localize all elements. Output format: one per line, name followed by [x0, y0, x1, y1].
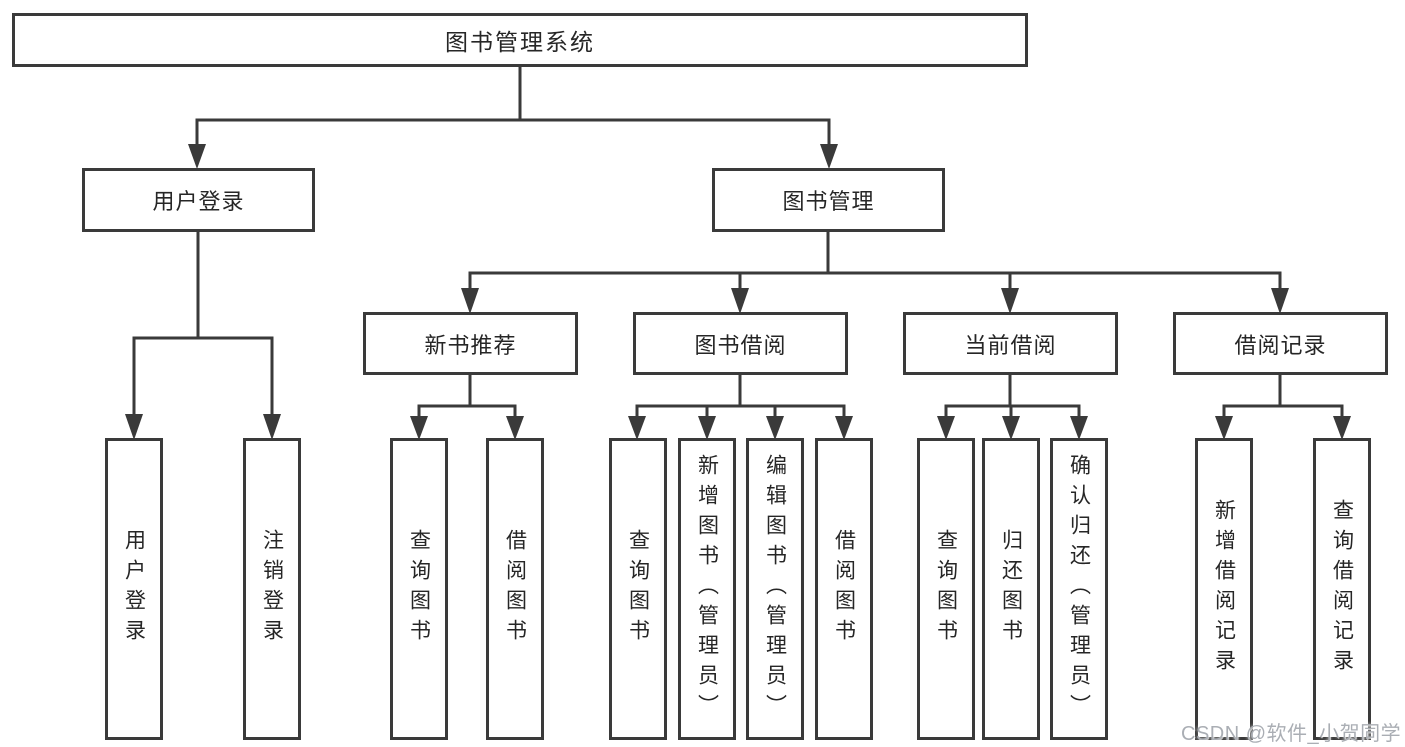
node-book-management: 图书管理 [712, 168, 945, 232]
leaf-user-login: 用户登录 [105, 438, 163, 740]
leaf-label: 查询借阅记录 [1330, 499, 1354, 679]
node-user-login: 用户登录 [82, 168, 315, 232]
leaf-borrow-books: 借阅图书 [815, 438, 873, 740]
node-new-book-recommendation: 新书推荐 [363, 312, 578, 375]
leaf-borrow-books-recommend: 借阅图书 [486, 438, 544, 740]
leaf-label: 归还图书 [999, 529, 1023, 649]
leaf-label: 查询图书 [407, 529, 431, 649]
leaf-logout: 注销登录 [243, 438, 301, 740]
leaf-edit-books-admin: 编辑图书（管理员） [746, 438, 804, 740]
leaf-label: 借阅图书 [503, 529, 527, 649]
leaf-confirm-return-admin: 确认归还（管理员） [1050, 438, 1108, 740]
csdn-watermark: CSDN @软件_小贺同学 [1181, 723, 1402, 745]
leaf-label: 查询图书 [626, 529, 650, 649]
leaf-label: 用户登录 [122, 529, 146, 649]
node-book-borrowing: 图书借阅 [633, 312, 848, 375]
node-library-management-system: 图书管理系统 [12, 13, 1028, 67]
leaf-label: 编辑图书（管理员） [763, 454, 787, 724]
leaf-query-books-borrowing: 查询图书 [609, 438, 667, 740]
leaf-add-books-admin: 新增图书（管理员） [678, 438, 736, 740]
leaf-query-books-current: 查询图书 [917, 438, 975, 740]
leaf-query-borrow-record: 查询借阅记录 [1313, 438, 1371, 740]
leaf-query-books-recommend: 查询图书 [390, 438, 448, 740]
leaf-add-borrow-record: 新增借阅记录 [1195, 438, 1253, 740]
leaf-label: 新增借阅记录 [1212, 499, 1236, 679]
node-borrowing-records: 借阅记录 [1173, 312, 1388, 375]
node-current-borrowing: 当前借阅 [903, 312, 1118, 375]
leaf-return-books: 归还图书 [982, 438, 1040, 740]
leaf-label: 新增图书（管理员） [695, 454, 719, 724]
leaf-label: 查询图书 [934, 529, 958, 649]
leaf-label: 确认归还（管理员） [1067, 454, 1091, 724]
leaf-label: 借阅图书 [832, 529, 856, 649]
leaf-label: 注销登录 [260, 529, 284, 649]
